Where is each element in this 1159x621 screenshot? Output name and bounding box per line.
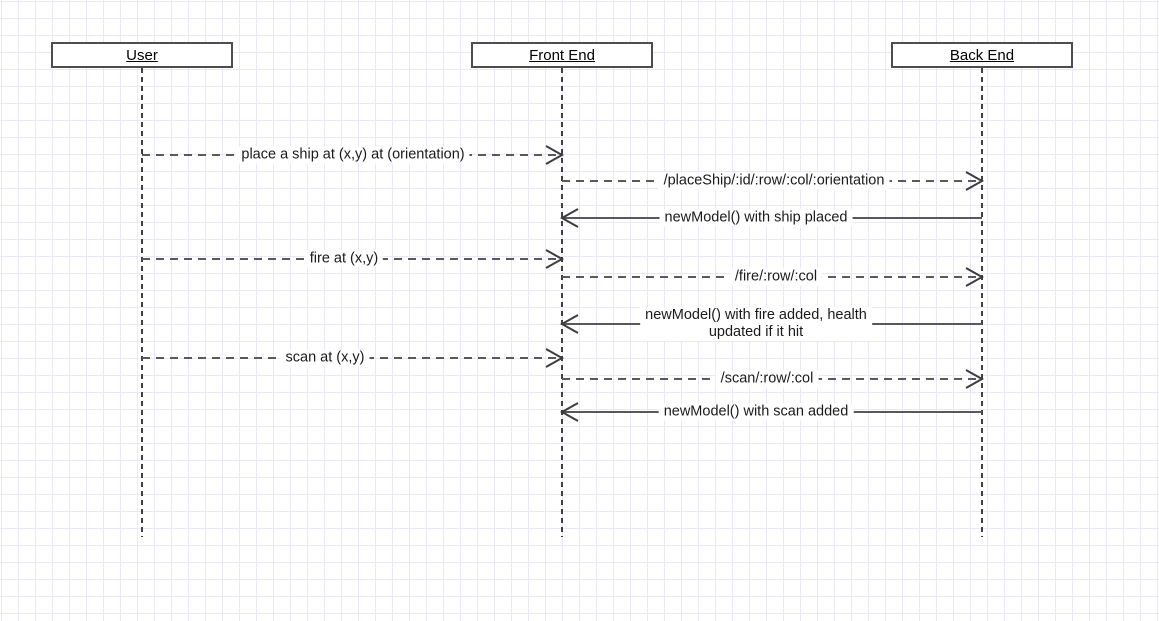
message-label-line: /scan/:row/:col — [720, 370, 814, 387]
arrowhead-msg-fire — [545, 249, 565, 269]
message-label-line: scan at (x,y) — [285, 349, 365, 366]
arrowhead-msg-place-ship-route — [965, 171, 985, 191]
message-label-line: newModel() with fire added, health — [645, 307, 867, 323]
message-label-line: newModel() with ship placed — [664, 209, 848, 226]
participant-label-frontend: Front End — [529, 46, 595, 64]
participant-box-user[interactable]: User — [51, 42, 233, 68]
message-label-msg-scan-route: /scan/:row/:col — [715, 370, 819, 388]
message-label-msg-fire: fire at (x,y) — [304, 250, 384, 268]
participant-box-frontend[interactable]: Front End — [471, 42, 653, 68]
message-label-line: updated if it hit — [708, 324, 804, 340]
message-label-msg-newmodel-scan-added: newModel() with scan added — [658, 403, 854, 421]
message-label-line: place a ship at (x,y) at (orientation) — [241, 146, 465, 163]
message-label-line: /placeShip/:id/:row/:col/:orientation — [663, 172, 885, 189]
message-label-msg-place-ship: place a ship at (x,y) at (orientation) — [236, 146, 470, 164]
participant-label-backend: Back End — [949, 46, 1015, 64]
lifelines-group — [141, 68, 983, 537]
participant-box-backend[interactable]: Back End — [891, 42, 1073, 68]
message-label-msg-newmodel-ship-placed: newModel() with ship placed — [659, 209, 853, 227]
message-label-msg-place-ship-route: /placeShip/:id/:row/:col/:orientation — [658, 172, 890, 190]
arrowhead-msg-fire-route — [965, 267, 985, 287]
arrowhead-msg-place-ship — [545, 145, 565, 165]
message-label-line: fire at (x,y) — [309, 250, 379, 267]
message-label-msg-fire-route: /fire/:row/:col — [729, 268, 823, 286]
message-label-line: /fire/:row/:col — [734, 268, 818, 285]
arrowhead-msg-scan — [545, 348, 565, 368]
message-label-line: newModel() with scan added — [663, 403, 849, 420]
arrowhead-msg-newmodel-fire-added — [559, 314, 579, 334]
arrowhead-msg-newmodel-ship-placed — [559, 208, 579, 228]
participant-label-user: User — [126, 46, 158, 64]
arrowhead-msg-newmodel-scan-added — [559, 402, 579, 422]
message-label-msg-scan: scan at (x,y) — [280, 349, 370, 367]
arrowhead-msg-scan-route — [965, 369, 985, 389]
